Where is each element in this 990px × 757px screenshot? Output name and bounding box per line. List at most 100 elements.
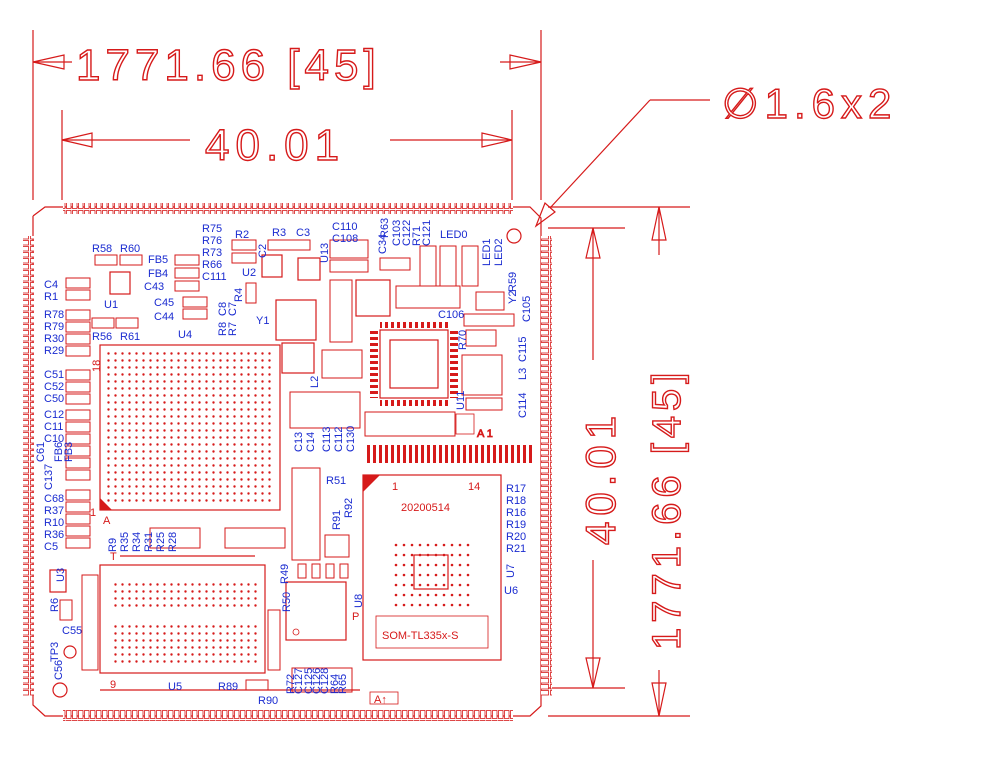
ref-r64: R64 (329, 674, 341, 694)
ref-u1: U1 (104, 299, 118, 311)
ref-r59: R59 (507, 272, 519, 292)
ref-r4: R4 (233, 288, 245, 302)
date-code: 20200514 (401, 502, 450, 514)
ref-c14: C14 (305, 432, 317, 452)
u8-chip (285, 563, 349, 641)
ref-r72: R72 (285, 674, 297, 694)
ref-c8: C8 (217, 302, 229, 316)
right-inner-dimension-label: 40.01 (577, 410, 624, 545)
edge-pads-top (63, 203, 513, 214)
ref-r65: R65 (337, 674, 349, 694)
ref-r17: R17 (506, 483, 526, 495)
hole-callout: ∅1.6x2 (534, 79, 892, 228)
ref-r63: R63 (379, 218, 391, 238)
ref-c13: C13 (293, 432, 305, 452)
ref-u13: U13 (319, 243, 331, 263)
ref-c125: C125 (303, 668, 315, 694)
ref-r34: R34 (131, 532, 143, 552)
top-inner-dimension: 40.01 (61, 110, 513, 200)
ref-u11: U11 (455, 391, 467, 410)
left-passive-column (65, 277, 91, 549)
ref-c56: C56 (53, 660, 65, 680)
edge-pads-right (541, 236, 552, 696)
ref-r7: R7 (227, 322, 239, 336)
ref-c50: C50 (44, 393, 64, 405)
ref-r50: R50 (281, 592, 293, 612)
ref-u6: U6 (504, 585, 518, 597)
u6-module (362, 474, 502, 661)
ref-c106: C106 (438, 309, 464, 321)
reference-designators: C4R1R78R79R30R29C51C52C50C12C11C10C61C13… (35, 218, 533, 707)
ref-c11: C11 (44, 421, 63, 433)
right-top-parts (395, 245, 515, 411)
ref-u4: U4 (178, 329, 192, 341)
ref-r30: R30 (44, 333, 64, 345)
module-name: SOM-TL335x-S (382, 630, 458, 642)
ref-fb5: FB5 (148, 254, 168, 266)
ref-c4: C4 (44, 279, 58, 291)
ref-r20: R20 (506, 531, 526, 543)
ref-c114: C114 (517, 393, 529, 418)
ref-r36: R36 (44, 529, 64, 541)
ref-c45: C45 (154, 297, 174, 309)
ref-c68: C68 (44, 493, 64, 505)
top-outer-dimension-label: 1771.66 [45] (76, 41, 381, 90)
ref-c44: C44 (154, 311, 174, 323)
ref-r58: R58 (92, 243, 112, 255)
ref-r60: R60 (120, 243, 140, 255)
ref-r61: R61 (120, 331, 140, 343)
ref-r35: R35 (119, 532, 131, 552)
ref-r71: R71 (411, 226, 423, 246)
pin-label-a1: A 1 (477, 428, 493, 440)
mounting-hole-bottom-left (52, 682, 68, 698)
ref-r16: R16 (506, 507, 526, 519)
ref-r28: R28 (167, 532, 179, 552)
pin-14-label: 14 (468, 481, 480, 493)
right-outer-dimension-label: 1771.66 [45] (645, 368, 689, 650)
ref-y1: Y1 (256, 315, 269, 327)
right-outer-dimension: 1771.66 [45] (548, 206, 690, 717)
pin-p-label: P (352, 611, 359, 623)
ref-r3: R3 (272, 227, 286, 239)
ref-u2: U2 (242, 267, 256, 279)
ref-l3: L3 (517, 368, 529, 380)
ref-led2: LED2 (493, 238, 505, 266)
arrow-label: A↑ (374, 694, 387, 706)
ref-c10: C10 (44, 433, 64, 445)
edge-pads-bottom (63, 710, 513, 721)
u4-bga (99, 344, 281, 511)
ref-y2: Y2 (507, 291, 519, 304)
top-outer-dimension: 1771.66 [45] (32, 30, 542, 200)
ref-c130: C130 (345, 426, 357, 452)
ref-u5: U5 (168, 681, 182, 693)
pin-t-label: T (110, 551, 117, 563)
ref-r73: R73 (202, 247, 222, 259)
right-inner-dimension: 40.01 (548, 227, 625, 689)
ref-r9: R9 (107, 538, 119, 552)
top-center-parts (231, 239, 411, 379)
ref-r56: R56 (92, 331, 112, 343)
ref-r66: R66 (202, 259, 222, 271)
ref-u7: U7 (505, 564, 517, 578)
ref-r51: R51 (326, 475, 346, 487)
ref-r90: R90 (258, 695, 278, 707)
ref-c105: C105 (521, 296, 533, 322)
pin-a-label: A (103, 515, 111, 527)
ref-c7: C7 (227, 302, 239, 316)
mounting-hole-top-right (506, 228, 522, 244)
ref-c52: C52 (44, 381, 64, 393)
ref-c110: C110 (332, 221, 357, 233)
top-left-parts (91, 254, 208, 329)
ref-u8: U8 (353, 594, 365, 608)
mid-passives (149, 391, 361, 561)
ref-r10: R10 (44, 517, 64, 529)
edge-pads-left (23, 236, 34, 696)
u5-bga (81, 564, 266, 674)
ref-r89: R89 (218, 681, 238, 693)
ref-r25: R25 (155, 532, 167, 552)
ref-led1: LED1 (481, 238, 493, 266)
ref-l2: L2 (309, 376, 321, 388)
bottom-passives (49, 555, 399, 705)
ref-r78: R78 (44, 309, 64, 321)
ref-c3: C3 (296, 227, 310, 239)
